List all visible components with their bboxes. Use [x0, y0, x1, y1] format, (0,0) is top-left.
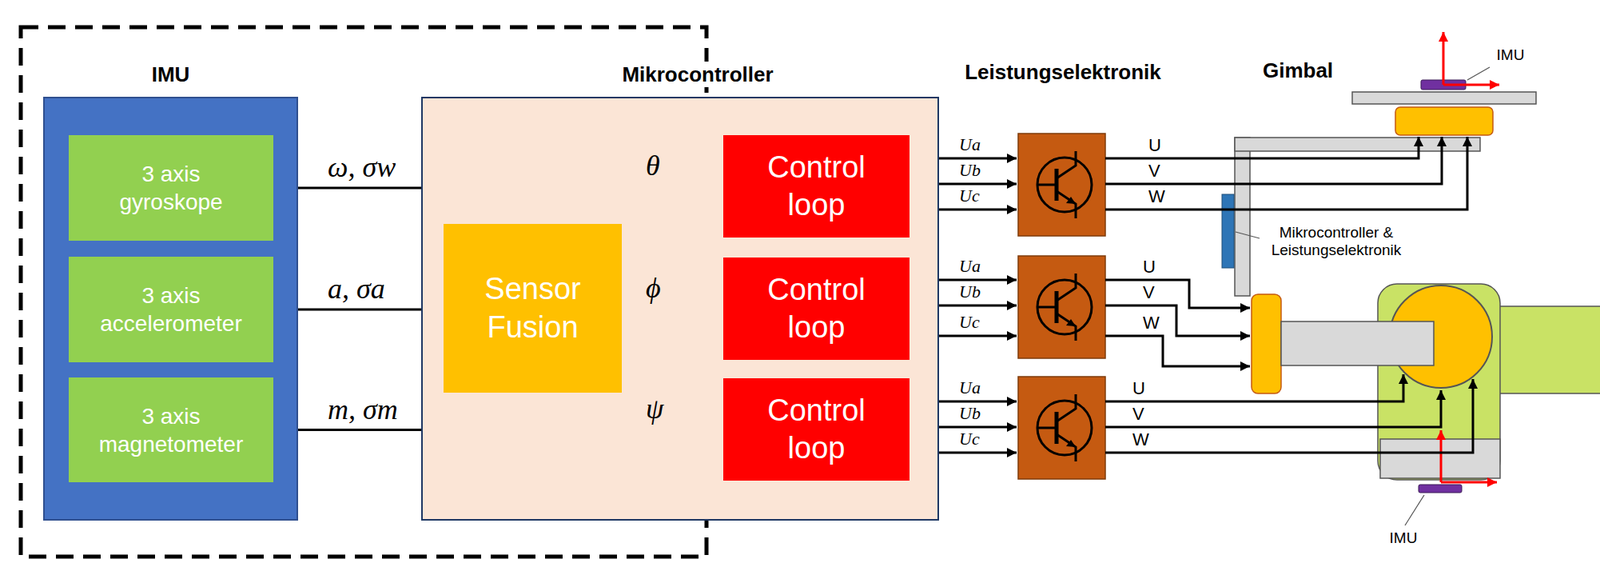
phase-name: W [1132, 430, 1150, 449]
signal-arrow [273, 308, 444, 311]
panel-title: Mikrocontroller [618, 61, 777, 88]
section-title: Gimbal [1262, 57, 1334, 84]
sensor-box: 3 axis accelerometer [68, 256, 274, 363]
phase-name: V [1142, 283, 1155, 302]
signal-name: Ua [959, 378, 981, 397]
part-name: IMU [1389, 529, 1418, 547]
signal-name: Ua [959, 135, 981, 154]
imu-panel: IMU3 axis gyroskope3 axis accelerometer3… [43, 96, 299, 521]
signal-name: Ub [959, 404, 981, 422]
signal-label: ψ [645, 392, 664, 425]
box-label: Sensor Fusion [453, 270, 613, 347]
part-name: Mikrocontroller & Leistungselektronik [1264, 223, 1409, 259]
part-name: IMU [1496, 46, 1525, 64]
panel-title: IMU [148, 61, 194, 88]
signal-name: Uc [959, 187, 980, 205]
fusion-box: Sensor Fusion [443, 223, 622, 393]
control-box: Control loop [723, 257, 910, 360]
phase-name: W [1148, 187, 1166, 206]
signal-label: ϕ [645, 271, 661, 304]
gimbal-drawing [1105, 31, 1600, 526]
box-label: Control loop [737, 270, 896, 347]
controller-panel: MikrocontrollerSensor FusionControl loop… [421, 96, 940, 521]
control-box: Control loop [723, 135, 910, 238]
phase-name: V [1148, 162, 1161, 180]
signal-name: Uc [959, 429, 980, 448]
signal-name: Ub [959, 282, 981, 301]
sensor-box: 3 axis magnetometer [68, 377, 274, 482]
box-label: 3 axis magnetometer [92, 401, 250, 458]
box-label: 3 axis gyroskope [92, 159, 250, 216]
box-label: Control loop [737, 391, 896, 468]
phase-name: U [1148, 136, 1162, 155]
signal-label: a, σa [327, 272, 386, 305]
phase-name: U [1132, 379, 1146, 398]
signal-label: m, σm [327, 393, 399, 426]
phase-name: W [1142, 314, 1160, 332]
box-label: 3 axis accelerometer [92, 281, 250, 338]
signal-name: Ua [959, 257, 981, 275]
signal-label: ω, σw [327, 151, 396, 184]
sensor-box: 3 axis gyroskope [68, 135, 274, 241]
phase-name: U [1142, 258, 1156, 276]
box-label: Control loop [737, 148, 896, 225]
signal-name: Ub [959, 161, 981, 180]
signal-label: θ [645, 149, 661, 182]
control-box: Control loop [723, 378, 910, 481]
phase-name: V [1132, 405, 1145, 423]
signal-name: Uc [959, 313, 980, 331]
power-stages [1018, 133, 1106, 479]
section-title: Leistungselektronik [964, 59, 1162, 85]
